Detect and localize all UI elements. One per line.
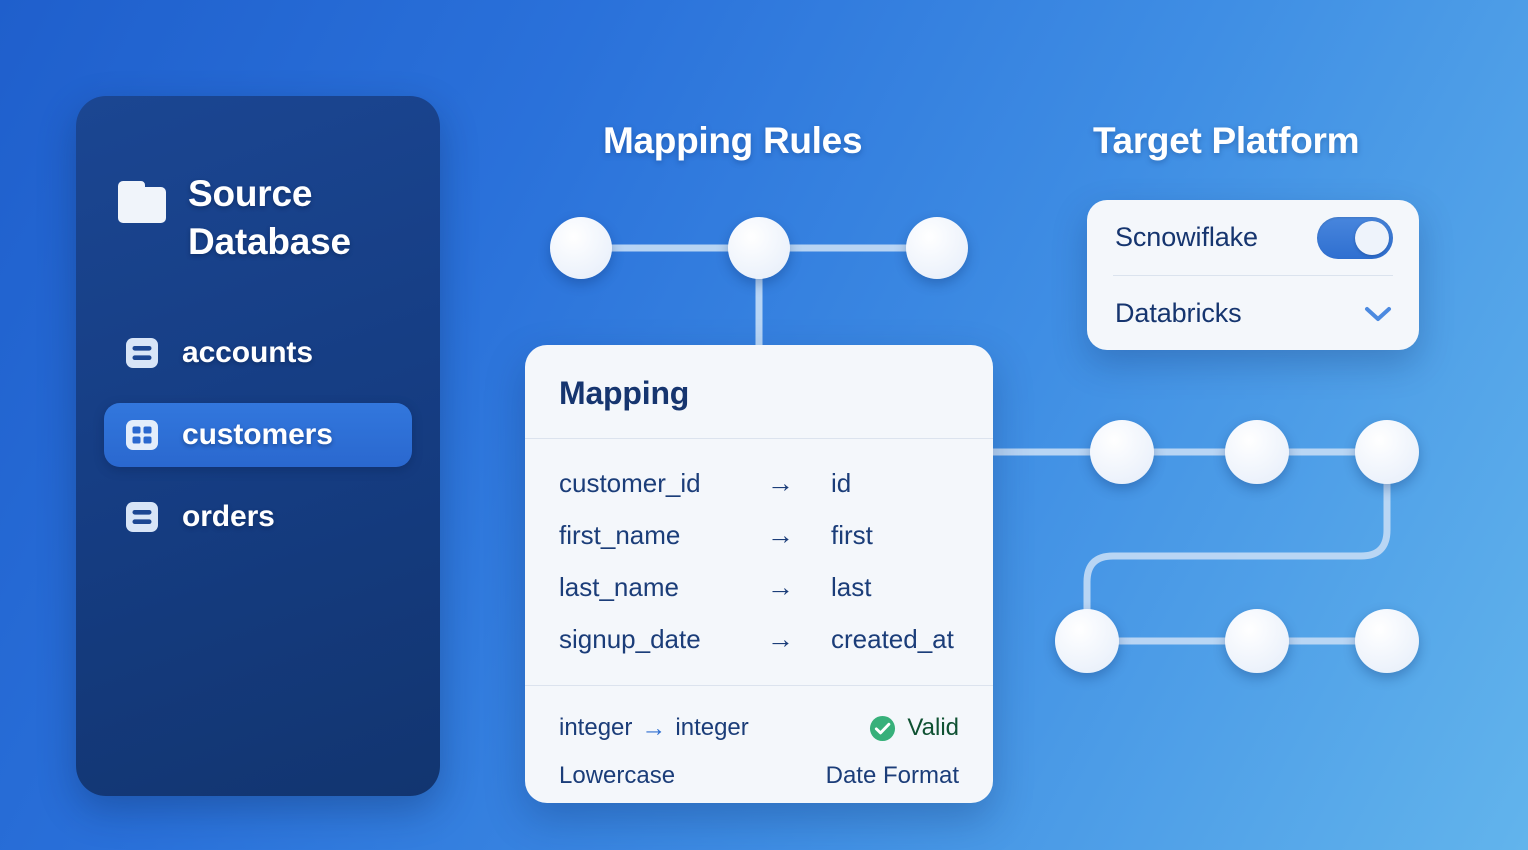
source-database-title-line1: Source — [188, 173, 313, 214]
mapping-source-field: signup_date — [559, 623, 701, 654]
arrow-right-icon: → — [767, 467, 794, 498]
sidebar-item-customers[interactable]: customers — [104, 403, 412, 467]
target-row-databricks[interactable]: Databricks — [1087, 276, 1419, 350]
source-database-header: Source Database — [114, 170, 351, 267]
table-list-icon — [126, 502, 158, 532]
arrow-right-icon: → — [767, 519, 794, 550]
target-row-databricks-label: Databricks — [1115, 298, 1242, 328]
transform-lowercase: Lowercase — [559, 762, 676, 789]
mapping-row[interactable]: customer_id → id — [525, 457, 993, 509]
sidebar-item-accounts-label: accounts — [182, 336, 313, 369]
mapping-card-footer-divider — [525, 685, 993, 686]
target-node-lower-1[interactable] — [1055, 609, 1119, 673]
target-node-upper-1[interactable] — [1090, 420, 1154, 484]
target-node-lower-3[interactable] — [1355, 609, 1419, 673]
source-database-title: Source Database — [188, 170, 351, 267]
transform-date-format: Date Format — [825, 762, 959, 789]
target-row-snowflake-label: Scnowiflake — [1115, 222, 1258, 252]
arrow-right-icon: → — [767, 623, 794, 654]
table-list-icon — [126, 338, 158, 368]
mapping-node-top-3[interactable] — [906, 217, 968, 279]
mapping-card: Mapping customer_id → id first_name → fi… — [525, 345, 993, 803]
mapping-card-title-divider — [525, 438, 993, 439]
mapping-type-row: integer → integer Valid — [559, 704, 959, 752]
mapping-target-field: created_at — [831, 623, 954, 654]
type-source: integer — [559, 714, 633, 741]
target-platform-card: Scnowiflake Databricks — [1087, 200, 1419, 350]
check-circle-icon — [870, 715, 896, 741]
target-card-divider — [1113, 275, 1393, 276]
mapping-target-field: id — [831, 467, 852, 498]
mapping-card-title: Mapping — [559, 375, 690, 411]
sidebar-item-orders[interactable]: orders — [104, 485, 412, 549]
mapping-source-field: first_name — [559, 519, 681, 550]
type-target: integer — [675, 714, 749, 741]
mapping-node-top-1[interactable] — [550, 217, 612, 279]
sidebar-item-orders-label: orders — [182, 500, 275, 533]
target-node-lower-2[interactable] — [1225, 609, 1289, 673]
status-badge-label: Valid — [907, 714, 959, 741]
sidebar-item-accounts[interactable]: accounts — [104, 321, 412, 385]
target-row-snowflake[interactable]: Scnowiflake — [1087, 200, 1419, 275]
mapping-target-field: last — [831, 571, 872, 602]
mapping-row[interactable]: last_name → last — [525, 561, 993, 613]
target-platform-heading: Target Platform — [1093, 120, 1360, 161]
mapping-rows: customer_id → id first_name → first last… — [525, 439, 993, 673]
mapping-source-field: customer_id — [559, 467, 701, 498]
table-grid-icon — [126, 420, 158, 450]
toggle-knob — [1355, 220, 1389, 255]
source-database-title-line2: Database — [188, 221, 351, 263]
chevron-down-icon[interactable] — [1363, 305, 1393, 323]
target-node-upper-3[interactable] — [1355, 420, 1419, 484]
snowflake-toggle[interactable] — [1317, 216, 1393, 259]
type-compatibility: integer → integer — [559, 714, 869, 743]
mapping-node-top-2[interactable] — [728, 217, 790, 279]
source-table-list: accounts customers orders — [76, 321, 440, 567]
mapping-target-field: first — [831, 519, 873, 550]
target-node-upper-2[interactable] — [1225, 420, 1289, 484]
arrow-right-icon: → — [641, 713, 667, 742]
sidebar-item-customers-label: customers — [182, 418, 333, 451]
mapping-card-footer: integer → integer Valid Lowercase Date F… — [525, 686, 993, 800]
mapping-transform-row: Lowercase Date Format — [559, 752, 959, 800]
mapping-source-field: last_name — [559, 571, 679, 602]
arrow-right-icon: → — [767, 571, 794, 602]
mapping-row[interactable]: first_name → first — [525, 509, 993, 561]
mapping-rules-heading: Mapping Rules — [603, 120, 863, 161]
mapping-row[interactable]: signup_date → created_at — [525, 613, 993, 665]
source-database-panel: Source Database accounts — [76, 96, 440, 796]
status-badge: Valid — [869, 714, 959, 742]
folder-icon — [118, 181, 166, 223]
